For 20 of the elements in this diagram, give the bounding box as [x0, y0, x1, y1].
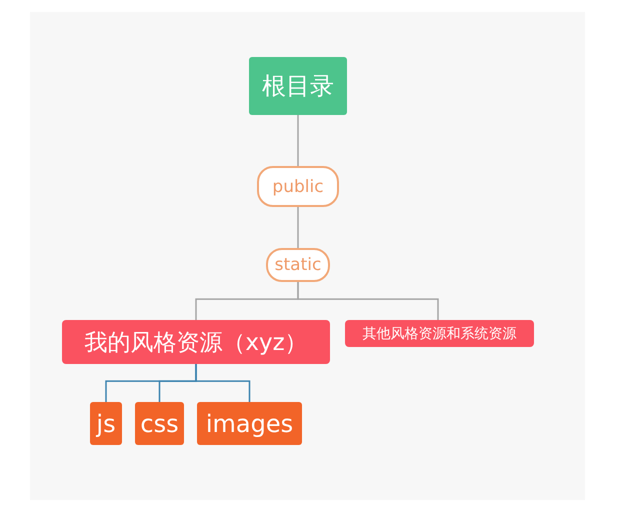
folder-box: [345, 320, 534, 347]
tree-connector: [297, 282, 439, 320]
folder-pill: [257, 166, 339, 207]
folder-label: css: [140, 410, 179, 438]
folder-box: [135, 402, 184, 445]
tree-connector: [297, 207, 299, 248]
folder-label: js: [96, 410, 116, 438]
tree-connector: [195, 364, 250, 402]
folder-label: public: [272, 176, 324, 196]
folder-label: 其他风格资源和系统资源: [362, 324, 516, 342]
tree-connector: [297, 115, 299, 166]
folder-box: [197, 402, 302, 445]
root-folder-box: [249, 57, 347, 115]
folder-label: 我的风格资源（xyz）: [84, 328, 308, 358]
folder-label: images: [206, 410, 294, 438]
folder-label: 根目录: [262, 71, 334, 102]
folder-label: static: [274, 255, 322, 275]
folder-box: [90, 402, 122, 445]
folder-box: [62, 320, 330, 364]
folder-pill: [266, 248, 330, 282]
